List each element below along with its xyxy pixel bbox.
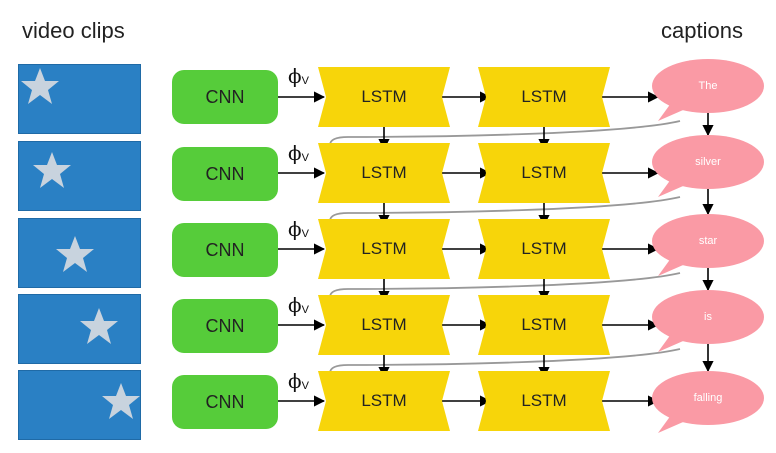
lstm-5-1: LSTM	[318, 371, 450, 431]
video-clip-2	[18, 141, 141, 211]
phi-label-1: ϕV	[288, 64, 309, 88]
lstm-1-2: LSTM	[478, 67, 610, 127]
lstm-2-1: LSTM	[318, 143, 450, 203]
captions-heading: captions	[661, 18, 743, 43]
caption-bubble-1: The	[652, 59, 764, 121]
star-icon	[21, 68, 59, 104]
lstm-2-2: LSTM	[478, 143, 610, 203]
phi-label-5: ϕV	[288, 369, 309, 393]
cnn-box-1: CNN	[172, 70, 278, 124]
star-icon	[33, 152, 71, 188]
cnn-box-2: CNN	[172, 147, 278, 201]
cnn-box-5: CNN	[172, 375, 278, 429]
phi-label-4: ϕV	[288, 293, 309, 317]
video-clip-5	[18, 370, 141, 440]
caption-bubble-4: is	[652, 290, 764, 352]
video-clip-1	[18, 64, 141, 134]
lstm-1-1: LSTM	[318, 67, 450, 127]
star-icon	[80, 308, 118, 344]
video-clip-3	[18, 218, 141, 288]
caption-bubble-3: star	[652, 214, 764, 276]
lstm-3-2: LSTM	[478, 219, 610, 279]
caption-bubble-5: falling	[652, 371, 764, 433]
phi-label-2: ϕV	[288, 141, 309, 165]
phi-label-3: ϕV	[288, 217, 309, 241]
cnn-box-3: CNN	[172, 223, 278, 277]
star-icon	[56, 236, 94, 272]
video-clips-heading: video clips	[22, 18, 125, 43]
lstm-4-2: LSTM	[478, 295, 610, 355]
cnn-box-4: CNN	[172, 299, 278, 353]
video-clip-4	[18, 294, 141, 364]
caption-bubble-2: silver	[652, 135, 764, 197]
lstm-3-1: LSTM	[318, 219, 450, 279]
lstm-4-1: LSTM	[318, 295, 450, 355]
star-icon	[102, 383, 140, 419]
lstm-5-2: LSTM	[478, 371, 610, 431]
